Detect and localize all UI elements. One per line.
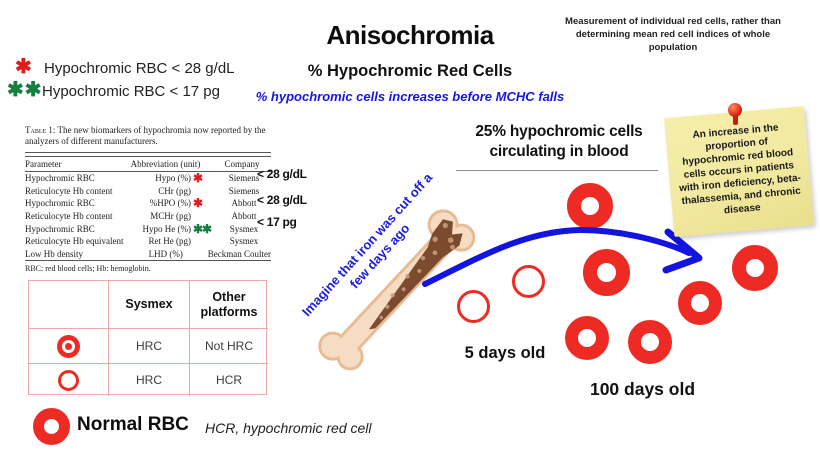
header-parameter: Parameter: [25, 158, 62, 169]
red-blood-cell-donut: [567, 183, 613, 229]
bone-marrow-illustration: [318, 209, 476, 371]
push-pin-icon: [728, 103, 743, 129]
cell-abbreviation: LHD (%): [148, 248, 183, 259]
cell-abbreviation: Hypo (%): [155, 172, 191, 183]
cell-abbreviation: CHr (pg): [158, 185, 191, 196]
red-asterisk-icon: ✱: [193, 196, 204, 211]
red-blood-cell-donut: [565, 316, 609, 360]
cell-abbreviation: Ret He (pg): [148, 236, 192, 247]
cell-company: Siemens: [228, 172, 260, 183]
cell-abbreviation: Hypo He (%): [142, 223, 192, 234]
threshold-annotation: < 28 g/dL: [257, 167, 307, 181]
table-row: Reticulocyte Hb content CHr (pg) Siemens: [25, 184, 271, 197]
label-5-days-old: 5 days old: [464, 344, 546, 362]
push-pin-ball: [728, 103, 742, 117]
legend-red-label: Hypochromic RBC < 28 g/dL: [44, 60, 235, 77]
biomarker-table: Table 1: The new biomarkers of hypochrom…: [25, 125, 271, 273]
value-cell: HCR: [216, 373, 242, 387]
header-company: Company: [224, 158, 260, 169]
table-row: Reticulocyte Hb equivalent Ret He (pg) S…: [25, 235, 271, 248]
flow-arrow: [422, 226, 703, 287]
sticky-note: An increase in the proportion of hypochr…: [664, 103, 816, 239]
icon-cell: [29, 364, 109, 396]
hypochromic-cell-outline: [457, 290, 490, 323]
blood-heading: 25% hypochromic cells circulating in blo…: [448, 122, 670, 162]
table-header-rule: [25, 170, 271, 172]
cell-company: Sysmex: [229, 223, 259, 234]
table-row: Hypochromic RBC Hypo (%) ✱ Siemens: [25, 170, 271, 185]
cell-parameter: Hypochromic RBC: [25, 172, 95, 183]
cell-parameter: Low Hb density: [25, 248, 83, 259]
blood-heading-line1: 25% hypochromic cells: [475, 123, 643, 140]
table-row: Reticulocyte Hb content MCHr (pg) Abbott: [25, 210, 271, 223]
hypochromic-rbc-hollow-icon: [58, 369, 79, 391]
table-header-row: Parameter Abbreviation (unit) Company: [25, 157, 271, 171]
cell-abbreviation: MCHr (pg): [150, 210, 191, 221]
cell-company: Sysmex: [229, 236, 259, 247]
hypochromic-rbc-dense-icon: [57, 334, 80, 358]
hcr-abbreviation-note: HCR, hypochromic red cell: [205, 420, 372, 436]
page-title: Anisochromia: [326, 20, 494, 50]
cell-parameter: Hypochromic RBC: [25, 198, 95, 209]
table-row: Hypochromic RBC %HPO (%) ✱ Abbott: [25, 196, 271, 211]
green-asterisk-icon: ✱✱: [193, 221, 212, 236]
other-platforms-header-cell: Other platforms: [190, 281, 268, 329]
normal-rbc-label: Normal RBC: [77, 414, 189, 435]
table-bottom-rule: [25, 260, 271, 262]
table-row: Low Hb density LHD (%) Beckman Coulter: [25, 248, 271, 261]
push-pin-stem: [733, 116, 738, 125]
dense-center-dot: [65, 342, 72, 350]
value-cell: HRC: [109, 329, 190, 364]
red-blood-cell-donut: [732, 245, 778, 291]
table-caption: Table 1: The new biomarkers of hypochrom…: [25, 125, 271, 148]
header-abbreviation: Abbreviation (unit): [130, 158, 201, 169]
page-subtitle: % Hypochromic Red Cells: [307, 62, 513, 80]
red-blood-cell-donut: [678, 281, 722, 325]
cell-company: Beckman Coulter: [207, 248, 271, 259]
cell-company: Abbott: [231, 210, 257, 221]
table-caption-label: Table 1:: [25, 125, 56, 135]
cell-company: Siemens: [228, 185, 260, 196]
cell-parameter: Hypochromic RBC: [25, 223, 95, 234]
legend-green-label: Hypochromic RBC < 17 pg: [42, 83, 220, 100]
sysmex-header-cell: Sysmex: [109, 281, 190, 329]
blue-caption: % hypochromic cells increases before MCH…: [255, 89, 565, 104]
threshold-annotation: < 17 pg: [257, 215, 297, 229]
top-right-note: Measurement of individual red cells, rat…: [565, 16, 781, 53]
label-100-days-old: 100 days old: [589, 379, 696, 399]
value-cell: Not HRC: [190, 329, 268, 364]
divider-line: [456, 170, 658, 171]
cell-parameter: Reticulocyte Hb equivalent: [25, 236, 124, 247]
table-footnote: RBC: red blood cells; Hb: hemoglobin.: [25, 264, 151, 274]
blood-heading-line2: circulating in blood: [489, 142, 629, 160]
cell-abbreviation: %HPO (%): [149, 198, 191, 209]
table-top-rule: [25, 151, 271, 157]
table-caption-text: The new biomarkers of hypochromia now re…: [25, 125, 266, 147]
red-asterisk-icon: ✱: [15, 56, 32, 78]
hypochromic-cell-outline: [512, 265, 545, 298]
value-cell: HRC: [109, 364, 190, 396]
table-row: Hypochromic RBC Hypo He (%) ✱✱ Sysmex: [25, 221, 271, 236]
cell-parameter: Reticulocyte Hb content: [25, 210, 113, 221]
platform-comparison-table: Sysmex Other platforms HRC Not HRC HRC H…: [28, 280, 268, 396]
red-blood-cell-donut: [628, 320, 672, 364]
threshold-annotation: < 28 g/dL: [257, 193, 307, 207]
red-asterisk-icon: ✱: [193, 170, 204, 185]
cell-company: Abbott: [231, 198, 257, 209]
cell-parameter: Reticulocyte Hb content: [25, 185, 113, 196]
red-blood-cell-donut: [583, 249, 630, 296]
icon-cell: [29, 329, 109, 364]
empty-header-cell: [29, 281, 109, 329]
normal-rbc-icon: [33, 408, 70, 445]
green-asterisk-icon: ✱✱: [7, 79, 43, 101]
